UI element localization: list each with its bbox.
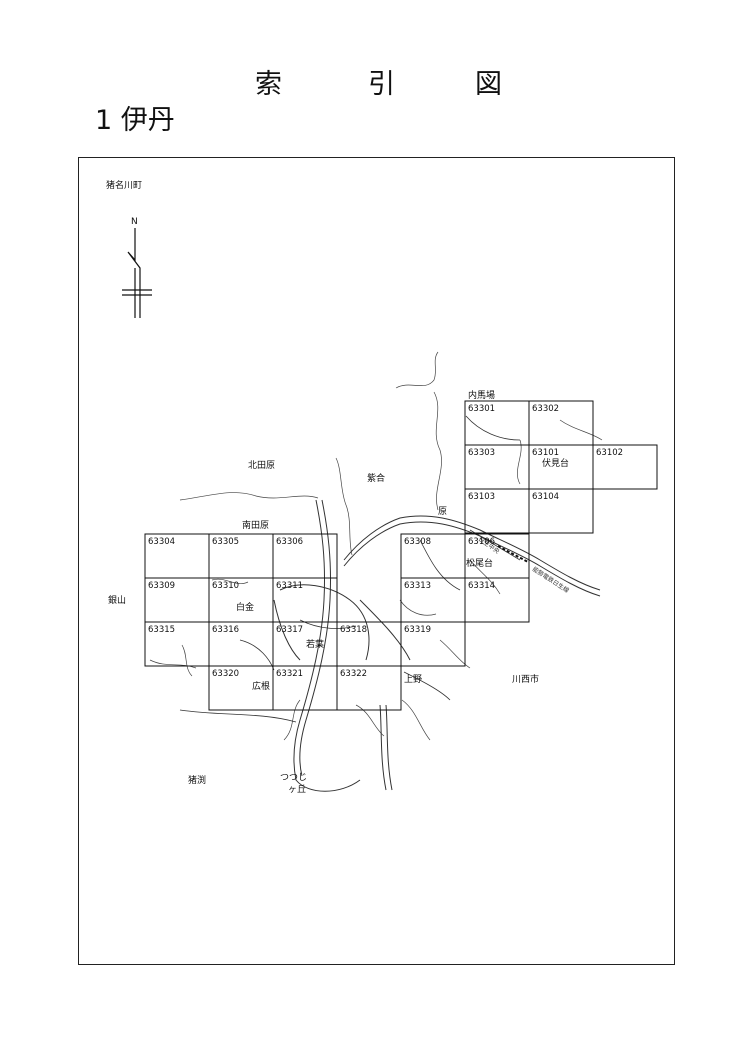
index-grid — [144, 400, 658, 711]
sheet-number: 63313 — [404, 581, 431, 591]
place-label-fushimidai: 伏見台 — [542, 457, 569, 469]
sheet-number: 63316 — [212, 625, 239, 635]
place-label-matsuodai: 松尾台 — [466, 557, 493, 569]
sheet-number: 63322 — [340, 669, 367, 679]
place-label-minamidahara: 南田原 — [242, 519, 269, 531]
place-label-kawanishi: 川西市 — [512, 673, 539, 685]
place-label-tsutsuji: つつじ — [280, 772, 307, 783]
north-label: N — [131, 217, 138, 227]
rivers — [149, 351, 603, 741]
sheet-63319 — [400, 621, 466, 667]
sheet-number: 63304 — [148, 537, 175, 547]
place-label-gaoka: ヶ丘 — [288, 784, 306, 795]
sheet-number: 63310 — [212, 581, 239, 591]
sheet-number: 63321 — [276, 669, 303, 679]
place-label-inabuchi: 猪渕 — [188, 774, 206, 786]
map-frame — [78, 157, 675, 965]
place-labels: 猪名川町 内馬場 伏見台 北田原 紫合 原 南田原 松尾台 銀山 白金 若葉 上… — [106, 179, 569, 795]
sheet-number: 63102 — [596, 448, 623, 458]
sheet-number: 63319 — [404, 625, 431, 635]
sheet-number: 63320 — [212, 669, 239, 679]
title-char-2: 引 — [368, 69, 395, 100]
place-label-shigo: 紫合 — [367, 472, 385, 484]
place-label-uchibaba: 内馬場 — [468, 389, 495, 401]
sheet-number: 63302 — [532, 404, 559, 414]
sheet-number: 63303 — [468, 448, 495, 458]
sheet-number: 63104 — [532, 492, 559, 502]
title-char-3: 図 — [475, 69, 502, 100]
north-arrow-icon: N — [122, 217, 152, 318]
sheet-number: 63301 — [468, 404, 495, 414]
place-label-hirone: 広根 — [252, 680, 270, 692]
sheet-number: 63314 — [468, 581, 495, 591]
sheet-number: 63318 — [340, 625, 367, 635]
sheet-number: 63317 — [276, 625, 303, 635]
place-label-kitadahara: 北田原 — [248, 460, 275, 471]
place-label-hara: 原 — [438, 506, 447, 517]
place-label-kamino: 上野 — [404, 674, 422, 685]
sheet-number: 63311 — [276, 581, 303, 591]
place-label-ginzan: 銀山 — [108, 594, 126, 606]
sheet-number: 63315 — [148, 625, 175, 635]
title-char-1: 索 — [255, 69, 282, 100]
roads — [179, 415, 601, 792]
sheet-number: 63101 — [532, 448, 559, 458]
area-title: 1 伊丹 — [95, 105, 175, 136]
sheet-number: 63103 — [468, 492, 495, 502]
sheet-63104 — [528, 488, 594, 534]
place-label-wakaba: 若葉 — [306, 638, 324, 650]
sheet-number: 63305 — [212, 537, 239, 547]
place-label-shirogane: 白金 — [236, 601, 254, 613]
sheet-numbers: 63301 63302 63303 63101 63102 63103 6310… — [148, 404, 623, 679]
sheet-number: 63308 — [404, 537, 431, 547]
sheet-63102 — [592, 444, 658, 490]
sheet-63314 — [464, 577, 530, 623]
place-label-inagawa: 猪名川町 — [106, 179, 142, 191]
sheet-number: 63306 — [276, 537, 303, 547]
sheet-number: 63309 — [148, 581, 175, 591]
sheet-63322 — [336, 665, 402, 711]
sheet-number: 63106 — [468, 537, 495, 547]
